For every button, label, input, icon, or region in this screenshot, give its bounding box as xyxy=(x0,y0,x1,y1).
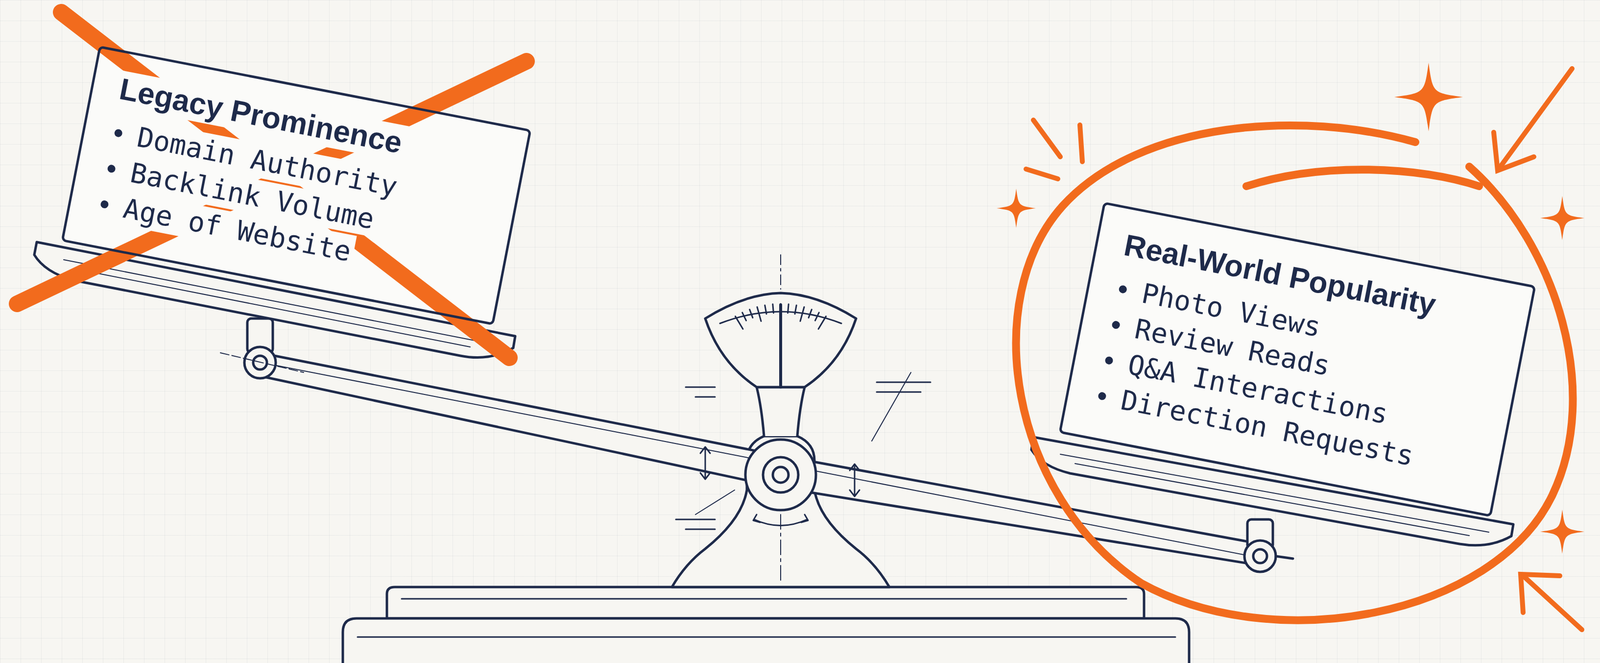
scale-pillar xyxy=(671,435,890,587)
content-card: Legacy ProminenceDomain AuthorityBacklin… xyxy=(60,45,532,326)
dial-tick xyxy=(772,304,774,313)
strike-cross xyxy=(17,61,527,304)
bullet-dot xyxy=(1097,391,1107,401)
pointer-arrow xyxy=(1523,575,1582,630)
scale-base xyxy=(386,586,1145,619)
dial-needle xyxy=(779,304,783,387)
content-card: Real-World PopularityPhoto ViewsReview R… xyxy=(1058,201,1536,517)
bullet-dot xyxy=(106,164,117,174)
dial-tick xyxy=(749,309,753,318)
dial-tick xyxy=(788,304,789,313)
dial-tick xyxy=(800,307,805,322)
beam-hub xyxy=(745,439,816,510)
bullet-dot xyxy=(1118,284,1128,294)
dial-tick xyxy=(794,305,797,314)
dial-tick xyxy=(742,312,747,321)
bullet-dot xyxy=(99,199,110,210)
pointer-arrow xyxy=(1498,68,1573,169)
strike-cross xyxy=(61,12,510,358)
dial-tick xyxy=(757,307,762,322)
dial-tick xyxy=(764,305,767,314)
dial-tick xyxy=(808,309,812,318)
highlight-circle xyxy=(1016,125,1574,621)
bullet-dot xyxy=(113,128,123,139)
dial-tick xyxy=(818,316,826,330)
bullet-dot xyxy=(1111,320,1121,330)
highlight-arc xyxy=(1246,169,1480,187)
dial-tick xyxy=(814,312,819,321)
scale-plinth xyxy=(342,618,1190,663)
dial-tick xyxy=(735,316,743,330)
sparkles xyxy=(996,62,1585,554)
bullet-dot xyxy=(1104,355,1114,365)
scale-dial xyxy=(705,292,857,387)
